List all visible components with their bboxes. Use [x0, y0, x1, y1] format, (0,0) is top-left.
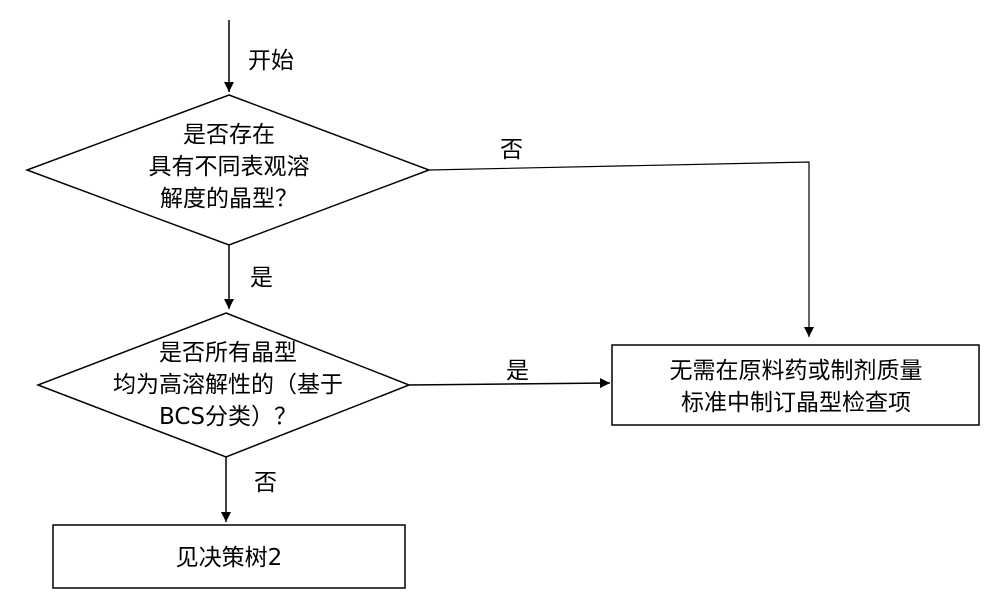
- decision2-yes-arrow: [408, 378, 611, 389]
- decision2-no-label: 否: [254, 470, 277, 496]
- decision2-line-2: 均为高溶解性的（基于: [113, 372, 343, 398]
- decision1-no-connector: [428, 161, 814, 337]
- result-box: [611, 344, 980, 426]
- decision-tree-2-label: 见决策树2: [176, 545, 283, 571]
- decision1-line-3: 解度的晶型？: [160, 186, 298, 212]
- decision1-no-label: 否: [500, 137, 523, 163]
- decision-tree-2-box: [52, 524, 406, 589]
- decision1-yes-label: 是: [250, 265, 273, 291]
- start-label: 开始: [248, 48, 294, 74]
- decision1-line-2: 具有不同表观溶: [149, 154, 310, 180]
- decision1-line-1: 是否存在: [183, 122, 275, 148]
- decision2-line-3: BCS分类）？: [159, 404, 297, 430]
- decision2-yes-label: 是: [506, 358, 529, 384]
- result-line-1: 无需在原料药或制剂质量: [670, 358, 923, 384]
- decision2-line-1: 是否所有晶型: [159, 340, 297, 366]
- result-line-2: 标准中制订晶型检查项: [681, 390, 911, 416]
